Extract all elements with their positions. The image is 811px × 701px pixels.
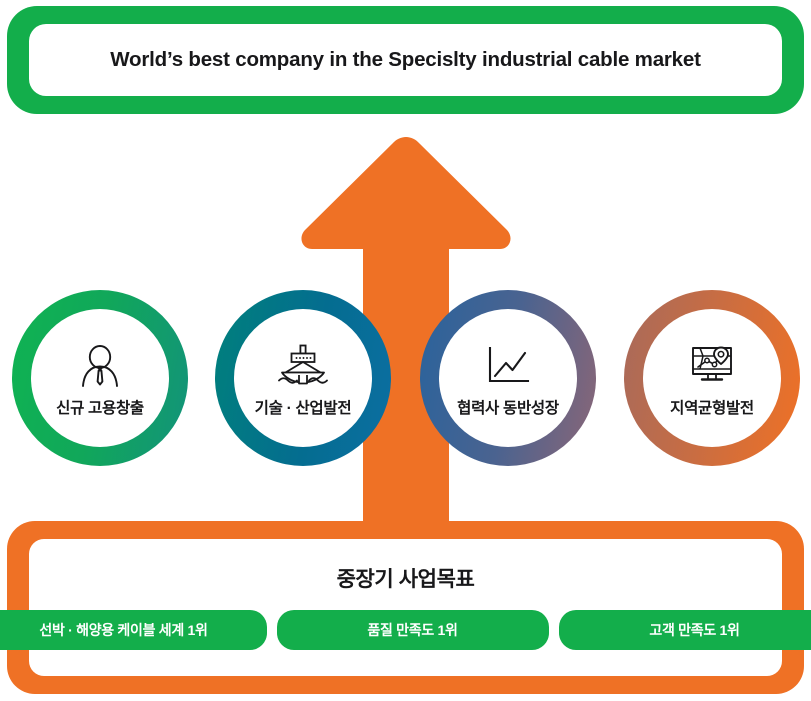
map-monitor-icon [686,344,738,388]
pillar-label: 신규 고용창출 [56,400,144,417]
vision-statement-text: World’s best company in the Specislty in… [110,48,701,71]
pillar-label: 기술 · 산업발전 [254,400,352,417]
pillar-circle-regional-development[interactable]: 지역균형발전 [624,290,800,466]
goal-pill[interactable]: 품질 만족도 1위 [276,610,549,650]
circle-content: 지역균형발전 [624,290,800,466]
up-arrow-graphic [297,133,515,689]
goals-panel-inner: 중장기 사업목표 선박 · 해양용 케이블 세계 1위 품질 만족도 1위 고객… [0,539,811,676]
vision-banner: World’s best company in the Specislty in… [7,6,804,114]
pillar-label: 협력사 동반성장 [457,400,559,417]
pillar-circle-industry[interactable]: 기술 · 산업발전 [215,290,391,466]
goal-pill[interactable]: 고객 만족도 1위 [558,610,811,650]
pillar-circle-partner-growth[interactable]: 협력사 동반성장 [420,290,596,466]
goal-pill[interactable]: 선박 · 해양용 케이블 세계 1위 [0,610,267,650]
pillar-circle-new-jobs[interactable]: 신규 고용창출 [12,290,188,466]
circle-inner-fill [643,309,781,447]
goal-pill-list: 선박 · 해양용 케이블 세계 1위 품질 만족도 1위 고객 만족도 1위 [0,610,811,650]
vision-banner-inner: World’s best company in the Specislty in… [29,24,782,96]
person-tie-icon [74,344,126,388]
pillar-label: 지역균형발전 [670,400,754,417]
circle-inner-fill [439,309,577,447]
circle-content: 기술 · 산업발전 [215,290,391,466]
circle-content: 신규 고용창출 [12,290,188,466]
circle-content: 협력사 동반성장 [420,290,596,466]
ship-icon [277,344,329,388]
goals-title: 중장기 사업목표 [336,568,475,591]
goals-panel: 중장기 사업목표 선박 · 해양용 케이블 세계 1위 품질 만족도 1위 고객… [0,521,811,694]
line-chart-icon [482,344,534,388]
up-arrow-icon [301,137,511,689]
